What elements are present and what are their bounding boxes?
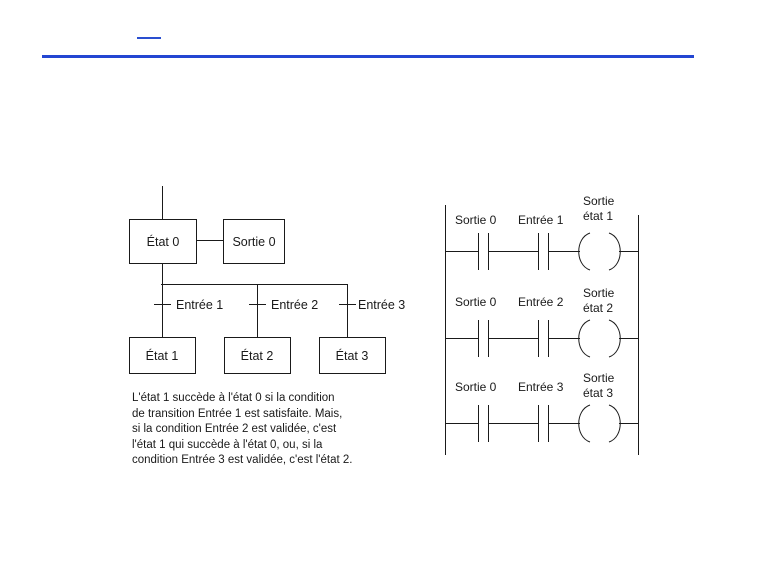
rung-3 [446,404,638,443]
coil-2-right [608,319,621,358]
rung-1-coil-label-2: état 1 [583,209,613,223]
state-1-label: État 1 [146,348,179,363]
title-placeholder-dash [137,37,161,39]
coil-1-left [578,232,591,271]
caption-line: l'état 1 qui succède à l'état 0, ou, si … [132,438,323,451]
coil-1-right [608,232,621,271]
transition-1-label: Entrée 1 [176,298,223,312]
rung-1-coil-label-1: Sortie [583,194,615,208]
caption-line: si la condition Entrée 2 est validée, c'… [132,423,337,435]
rung-2-coil-label-2: état 2 [583,301,613,315]
rung-3-coil-label-1: Sortie [583,371,615,385]
caption-line: L'état 1 succède à l'état 0 si la condit… [132,392,335,404]
state-0-box [129,219,197,264]
rung-1-contact-a-label: Sortie 0 [455,213,497,227]
output-0-box [223,219,285,264]
rung-2 [446,319,638,358]
state-0-label: État 0 [147,234,180,249]
state-2-box [224,337,291,374]
rung-1-contact-b-label: Entrée 1 [518,213,564,227]
rung-3-contact-a-label: Sortie 0 [455,380,497,394]
transition-2-label: Entrée 2 [271,298,318,312]
output-0-label: Sortie 0 [232,235,275,249]
coil-3-left [578,404,591,443]
coil-2-left [578,319,591,358]
coil-3-right [608,404,621,443]
rung-3-coil-label-2: état 3 [583,386,613,400]
state-1-box [129,337,196,374]
transition-3-label: Entrée 3 [358,298,405,312]
caption-line: condition Entrée 3 est validée, c'est l'… [132,454,353,466]
rung-1 [446,232,638,271]
state-2-label: État 2 [241,348,274,363]
rung-2-contact-b-label: Entrée 2 [518,295,564,309]
rung-2-contact-a-label: Sortie 0 [455,295,497,309]
header-rule [42,55,694,58]
rung-3-contact-b-label: Entrée 3 [518,380,564,394]
caption-line: de transition Entrée 1 est satisfaite. M… [132,407,343,420]
state-3-box [319,337,386,374]
state-3-label: État 3 [336,348,369,363]
rung-2-coil-label-1: Sortie [583,286,615,300]
grafcet-caption: L'état 1 succède à l'état 0 si la condit… [132,391,432,469]
